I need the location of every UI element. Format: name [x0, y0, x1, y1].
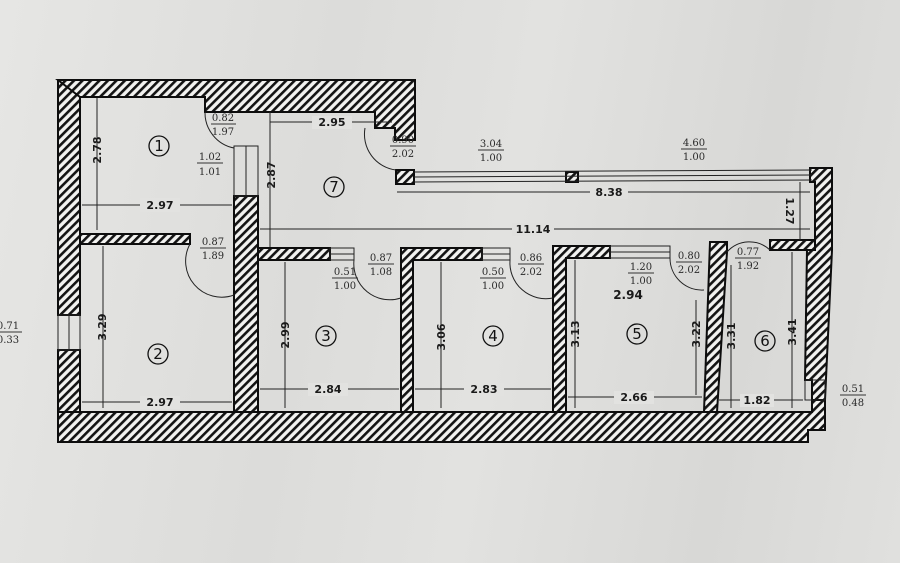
frac-door-room3: 0.87 1.08 [368, 253, 394, 278]
dim-room5-height-left: 3.13 [569, 320, 582, 347]
dim-room6-width: 1.82 [743, 394, 770, 407]
frac-window-room2-exterior: 0.71 0.33 [0, 321, 22, 346]
svg-text:0.87: 0.87 [370, 253, 392, 264]
dim-room2-height: 3.29 [96, 313, 109, 340]
room-number-4: 4 [482, 325, 504, 347]
wall-r6-top [769, 239, 816, 251]
dim-room2-width: 2.97 [146, 396, 173, 409]
frac-door-room2: 0.87 1.89 [200, 237, 226, 262]
svg-text:2.02: 2.02 [520, 267, 542, 278]
svg-text:1.01: 1.01 [199, 167, 221, 178]
opening-labels: 0.82 1.97 1.02 1.01 0.90 2.02 3.04 1.00 4.60… [0, 113, 866, 409]
wall-right [803, 167, 833, 401]
svg-text:1: 1 [154, 137, 164, 155]
room-number-6: 6 [754, 330, 776, 352]
dimension-labels: 2.78 2.97 2.87 2.95 8.38 11.14 1.27 3.29… [91, 116, 799, 409]
frac-door-room4: 0.86 2.02 [518, 253, 544, 278]
svg-text:1.00: 1.00 [480, 153, 502, 164]
svg-text:1.00: 1.00 [630, 276, 652, 287]
wall-top [55, 79, 416, 141]
room-number-3: 3 [315, 325, 337, 347]
frac-balcony-window-2: 4.60 1.00 [681, 138, 707, 163]
svg-text:1.20: 1.20 [630, 262, 652, 273]
walls [55, 79, 833, 443]
svg-text:0.71: 0.71 [0, 321, 19, 332]
pier-mid [565, 171, 579, 183]
dim-corridor-depth: 1.27 [783, 197, 796, 224]
svg-text:4: 4 [488, 327, 498, 345]
dim-corridor-length: 11.14 [516, 223, 551, 236]
dim-room4-height: 3.06 [435, 323, 448, 350]
svg-text:2.02: 2.02 [678, 265, 700, 276]
svg-text:3.04: 3.04 [480, 139, 502, 150]
svg-text:0.48: 0.48 [842, 398, 864, 409]
frac-window-room6-exterior: 0.51 0.48 [840, 384, 866, 409]
svg-text:5: 5 [632, 325, 642, 343]
room-number-5: 5 [626, 323, 648, 345]
frac-door-room5: 0.80 2.02 [676, 251, 702, 276]
svg-text:1.00: 1.00 [334, 281, 356, 292]
frac-window-room3: 0.51 1.00 [332, 267, 358, 292]
svg-text:1.02: 1.02 [199, 152, 221, 163]
dim-room3-width: 2.84 [314, 383, 341, 396]
svg-text:0.86: 0.86 [520, 253, 542, 264]
dim-room4-width: 2.83 [470, 383, 497, 396]
svg-text:0.90: 0.90 [392, 135, 414, 146]
frac-door-room1: 0.82 1.97 [211, 113, 236, 138]
frac-door-entry: 0.90 2.02 [390, 135, 416, 160]
frac-window-room5: 1.20 1.00 [628, 262, 654, 287]
svg-text:1.97: 1.97 [212, 127, 234, 138]
svg-text:0.77: 0.77 [737, 247, 759, 258]
frac-window-room1: 1.02 1.01 [197, 152, 223, 178]
dim-room7-height: 2.87 [265, 161, 278, 188]
room-number-2: 2 [147, 343, 169, 365]
wall-r3-top [257, 247, 331, 261]
dim-balcony-length: 8.38 [595, 186, 622, 199]
svg-text:7: 7 [329, 178, 339, 196]
svg-text:0.87: 0.87 [202, 237, 224, 248]
dim-room5-height-right: 3.22 [690, 320, 703, 347]
dim-room6-height-right: 3.41 [786, 318, 799, 345]
door-swings [185, 111, 771, 301]
svg-text:3: 3 [321, 327, 331, 345]
frac-balcony-window-1: 3.04 1.00 [478, 139, 504, 164]
pier-left [395, 169, 415, 185]
svg-text:1.00: 1.00 [683, 152, 705, 163]
svg-text:0.80: 0.80 [678, 251, 700, 262]
dim-room6-height-left: 3.31 [725, 322, 738, 349]
svg-text:2: 2 [153, 345, 163, 363]
svg-text:0.51: 0.51 [334, 267, 356, 278]
room-number-1: 1 [148, 135, 170, 157]
wall-r1-r2 [79, 233, 191, 245]
room-number-7: 7 [323, 176, 345, 198]
svg-text:2.02: 2.02 [392, 149, 414, 160]
svg-text:1.89: 1.89 [202, 251, 224, 262]
svg-text:6: 6 [760, 332, 770, 350]
windows [57, 145, 826, 401]
wall-bottom [57, 399, 826, 443]
room-numbers: 1 2 3 4 5 6 7 [147, 135, 776, 365]
svg-text:1.00: 1.00 [482, 281, 504, 292]
wall-r5-r6 [702, 241, 728, 413]
wall-left-upper [57, 79, 81, 316]
svg-text:0.51: 0.51 [842, 384, 864, 395]
dim-room5-width: 2.66 [620, 391, 647, 404]
svg-text:1.92: 1.92 [737, 261, 759, 272]
dim-room7-width: 2.95 [318, 116, 345, 129]
svg-text:0.33: 0.33 [0, 335, 19, 346]
dim-room5-extra: 2.94 [613, 288, 643, 302]
dim-room1-height: 2.78 [91, 136, 104, 163]
frac-door-room6: 0.77 1.92 [735, 247, 761, 272]
svg-text:1.08: 1.08 [370, 267, 392, 278]
wall-central [233, 195, 259, 413]
dim-room3-height: 2.99 [279, 321, 292, 348]
svg-text:0.82: 0.82 [212, 113, 234, 124]
dim-room1-width: 2.97 [146, 199, 173, 212]
frac-window-room4: 0.50 1.00 [480, 267, 506, 292]
svg-text:0.50: 0.50 [482, 267, 504, 278]
svg-text:4.60: 4.60 [683, 138, 705, 149]
